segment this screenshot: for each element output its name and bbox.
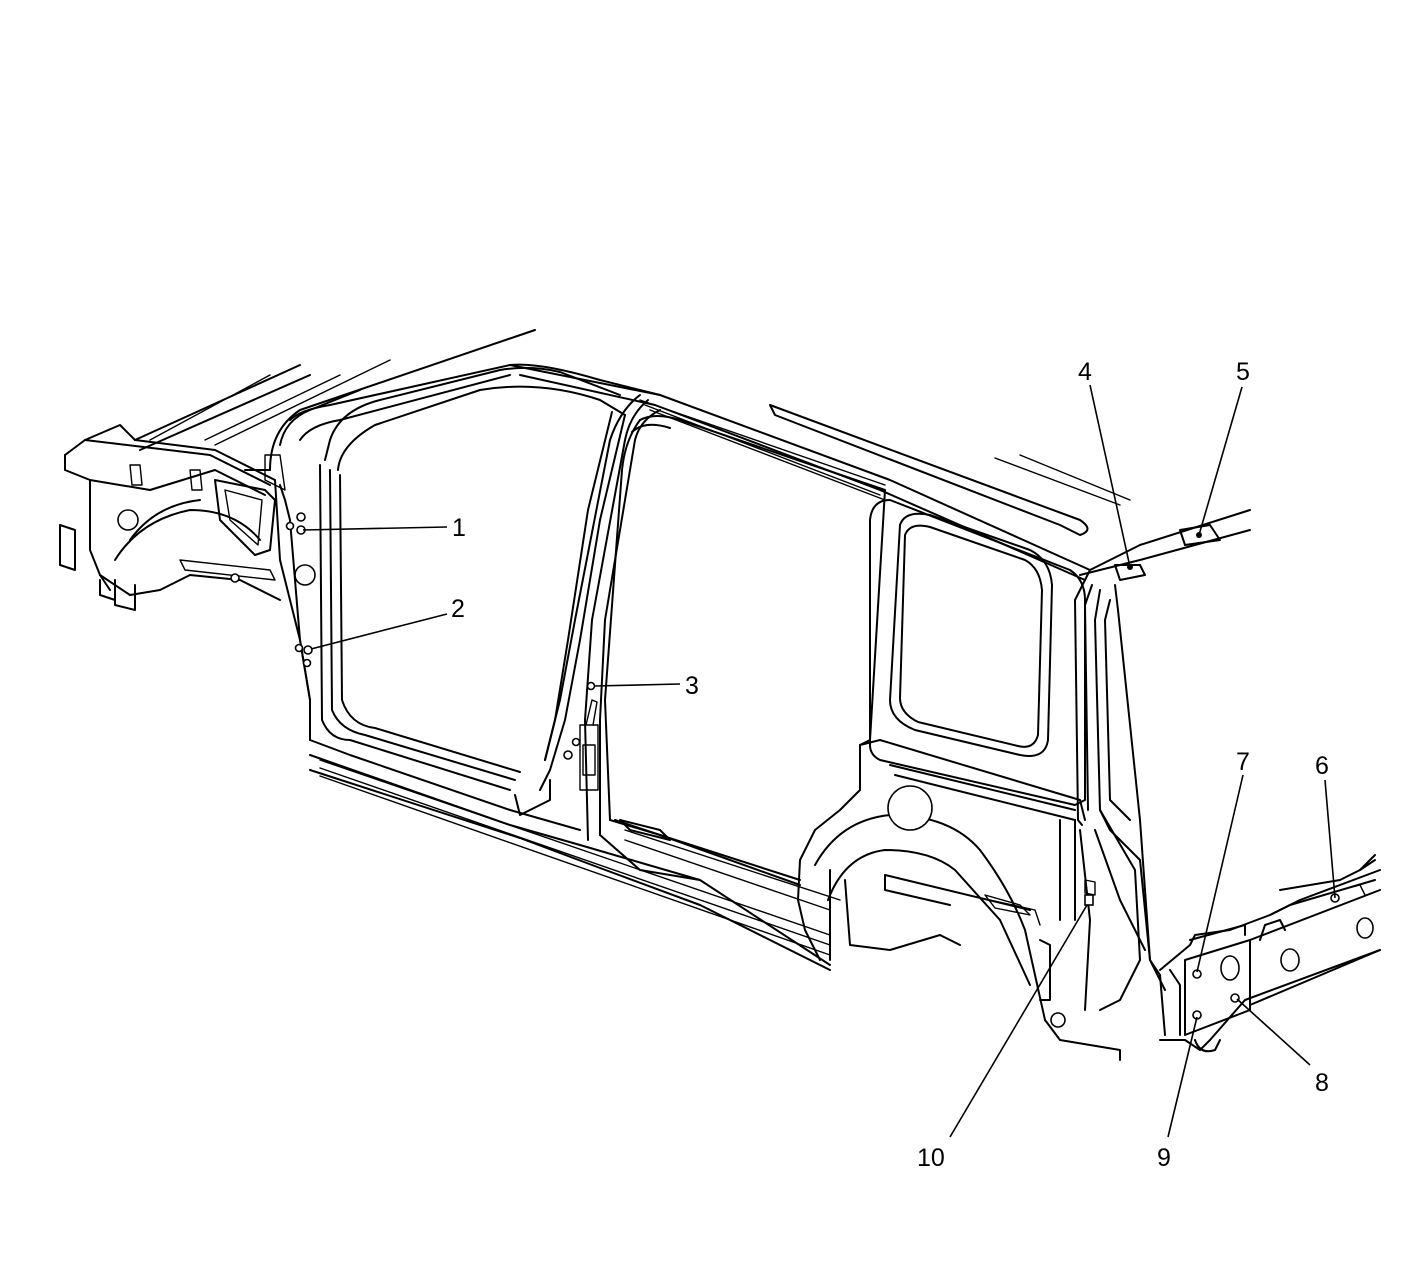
callout-9: 9 — [1157, 1144, 1171, 1172]
callout-1: 1 — [452, 514, 466, 542]
sliding-door-opening — [604, 415, 886, 911]
leader-3 — [593, 683, 681, 687]
point-3 — [586, 681, 596, 691]
callout-2: 2 — [451, 595, 465, 623]
roof-rail — [509, 364, 1251, 581]
leader-lines — [302, 384, 1336, 1138]
b-pillar — [544, 394, 801, 886]
leader-1 — [302, 526, 448, 531]
rear-wheelhouse — [797, 739, 1096, 1021]
quarter-window — [869, 499, 1086, 806]
callout-4: 4 — [1078, 358, 1092, 386]
callout-labels: 1 2 3 4 5 6 7 8 9 10 — [451, 358, 1329, 1172]
callout-8: 8 — [1315, 1069, 1329, 1097]
leader-7 — [1196, 774, 1244, 973]
leader-8 — [1236, 998, 1311, 1066]
callout-6: 6 — [1315, 752, 1329, 780]
rear-rail — [1149, 854, 1381, 1053]
callout-3: 3 — [685, 672, 699, 700]
leader-6 — [1324, 779, 1336, 899]
leader-5 — [1198, 386, 1243, 536]
front-structure — [59, 329, 536, 701]
point-10 — [1084, 894, 1094, 906]
leader-4 — [1089, 384, 1131, 568]
point-2 — [303, 645, 313, 655]
d-pillar — [1044, 579, 1166, 1061]
leader-10 — [949, 904, 1088, 1138]
front-door-opening — [279, 363, 831, 971]
callout-7: 7 — [1236, 748, 1250, 776]
leader-9 — [1167, 1016, 1198, 1138]
callout-10: 10 — [917, 1144, 945, 1172]
leader-2 — [310, 613, 448, 650]
callout-5: 5 — [1236, 358, 1250, 386]
